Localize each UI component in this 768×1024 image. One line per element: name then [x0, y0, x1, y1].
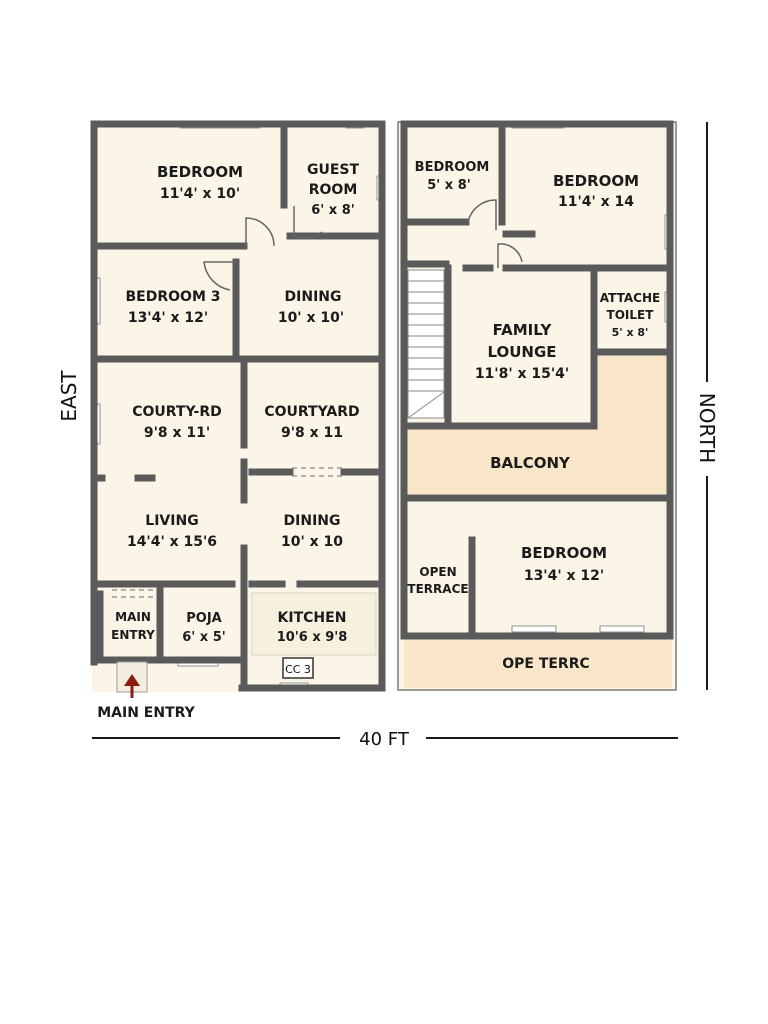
- kitchen-size: 10'6 x 9'8: [277, 630, 348, 645]
- dining-top-label: DINING: [285, 289, 342, 305]
- attached-toilet-label-line1: ATTACHE: [600, 291, 660, 305]
- balcony-area: [404, 356, 668, 494]
- bedroom-3-label: BEDROOM 3: [126, 289, 221, 305]
- bedroom-size: 11'4' x 10': [160, 186, 240, 202]
- main-entry-room-label-line1: MAIN: [115, 610, 151, 624]
- bedroom-bottom-label: BEDROOM: [521, 544, 607, 562]
- attached-toilet-label-line2: TOILET: [607, 308, 655, 322]
- north-label: NORTH: [695, 393, 719, 463]
- balcony-label: BALCONY: [490, 454, 571, 472]
- east-label: EAST: [57, 370, 81, 422]
- orientation-labels: EAST NORTH 40 FT: [57, 122, 719, 750]
- width-label: 40 FT: [359, 729, 410, 750]
- bedroom-large-size: 11'4' x 14: [558, 194, 634, 210]
- courtyard-left-size: 9'8 x 11': [144, 425, 210, 441]
- guest-room-label-line2: ROOM: [309, 182, 358, 198]
- bedroom-small-label: BEDROOM: [415, 160, 490, 175]
- family-lounge-label-line1: FAMILY: [493, 321, 553, 339]
- bedroom-large-label: BEDROOM: [553, 172, 639, 190]
- pooja-size: 6' x 5': [182, 630, 226, 645]
- dining-top-size: 10' x 10': [278, 310, 344, 326]
- pooja-label: POJA: [186, 611, 221, 626]
- entry-porch: [92, 662, 240, 692]
- open-terrace-bottom-label: OPE TERRC: [502, 656, 590, 672]
- main-entry-arrow-icon: [124, 674, 140, 698]
- open-terrace-strip: [404, 638, 672, 688]
- dining-bottom-label: DINING: [284, 513, 341, 529]
- stove-icon: CC 3: [282, 657, 314, 679]
- courtyard-right-label: COURTYARD: [264, 404, 359, 420]
- first-door-swings: [467, 199, 523, 268]
- ground-dashed-openings: [112, 467, 342, 598]
- ground-door-swings: [203, 206, 323, 291]
- family-lounge-label-line2: LOUNGE: [487, 343, 556, 361]
- main-entry-room-label-line2: ENTRY: [111, 628, 155, 642]
- family-lounge-size: 11'8' x 15'4': [475, 366, 569, 382]
- courtyard-right-size: 9'8 x 11: [281, 425, 343, 441]
- stove-label: CC 3: [285, 663, 311, 676]
- staircase-icon: [407, 269, 445, 419]
- kitchen-label: KITCHEN: [278, 610, 347, 626]
- first-floor-plan: BEDROOM 5' x 8' BEDROOM 11'4' x 14 ATTAC…: [397, 120, 677, 691]
- bedroom-label: BEDROOM: [157, 163, 243, 181]
- living-size: 14'4' x 15'6: [127, 534, 217, 550]
- courtyard-left-label: COURTY-RD: [132, 404, 222, 420]
- kitchen-counter: [251, 592, 377, 656]
- attached-toilet-size: 5' x 8': [612, 326, 649, 339]
- dining-bottom-size: 10' x 10: [281, 534, 343, 550]
- first-walls: [400, 120, 674, 640]
- open-terrace-label-line1: OPEN: [419, 565, 456, 579]
- guest-room-size: 6' x 8': [311, 203, 355, 218]
- guest-room-label-line1: GUEST: [307, 162, 360, 178]
- bedroom-bottom-size: 13'4' x 12': [524, 568, 604, 584]
- bedroom-3-size: 13'4' x 12': [128, 310, 208, 326]
- ground-walls: [90, 120, 386, 692]
- open-terrace-label-line2: TERRACE: [407, 582, 468, 596]
- ground-floor-plan: CC 3 BEDROOM 11'4' x 10' GUEST ROOM 6' x…: [90, 120, 386, 721]
- main-entry-label: MAIN ENTRY: [97, 705, 195, 721]
- bedroom-small-size: 5' x 8': [427, 178, 471, 193]
- living-label: LIVING: [145, 513, 198, 529]
